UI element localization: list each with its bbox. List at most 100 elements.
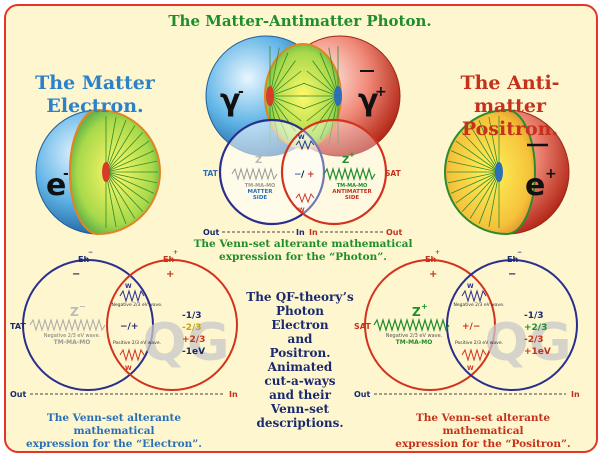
gamma-sup: - <box>238 84 244 100</box>
svg-text:TM-MA-MO: TM-MA-MO <box>396 339 433 346</box>
photon-z-left: Z <box>255 155 262 166</box>
gamma-bar-symbol: γ <box>358 83 378 118</box>
field-ray <box>105 132 144 173</box>
electron-in-label: In <box>229 390 238 399</box>
field-ray <box>269 70 302 97</box>
field-ray <box>105 140 150 173</box>
field-ray <box>105 171 117 227</box>
photon-antimatter-side-label: ANTIMATTER <box>332 189 372 195</box>
svg-text:Positive 2/3 eV wave.: Positive 2/3 eV wave. <box>455 340 503 346</box>
electron-eh-right: Eh <box>163 255 174 264</box>
electron-w-top: W <box>125 283 132 290</box>
electron-z-label: Z <box>70 305 79 319</box>
positron-left-circle <box>364 259 496 391</box>
positron-core <box>495 162 503 182</box>
field-ray <box>469 171 500 219</box>
field-ray <box>450 171 500 194</box>
electron-eh-left: Eh <box>78 255 89 264</box>
field-ray <box>461 171 500 212</box>
field-ray <box>306 70 339 97</box>
photon-venn: TAT SAT Z − Z + W W − / + TM-MA-MO MATTE… <box>203 118 402 237</box>
field-ray <box>303 95 339 110</box>
svg-text:SIDE: SIDE <box>345 195 360 201</box>
center-description: The QF-theory’s Photon Electron and Posi… <box>246 290 354 430</box>
svg-text:SIDE: SIDE <box>253 195 268 201</box>
svg-text:Negative 2/3 eV wave.: Negative 2/3 eV wave. <box>386 333 443 339</box>
photon-center-minus: − <box>294 170 302 180</box>
photon-w-top: W <box>298 134 305 141</box>
electron-value-1: -1/3 <box>182 311 202 321</box>
antimatter-positron-heading: The Anti-matter Positron. <box>460 72 560 140</box>
photon-matter-side-label: MATTER <box>248 189 274 195</box>
electron-center-sign: −/+ <box>120 322 138 332</box>
field-ray <box>478 120 500 173</box>
positron-eh-left-sign: + <box>429 269 437 280</box>
field-ray <box>269 52 289 97</box>
svg-text:Negative 2/3 eV wave.: Negative 2/3 eV wave. <box>454 302 505 308</box>
field-ray <box>461 132 500 173</box>
positron-sat-label: SAT <box>354 322 371 331</box>
photon-in-left: In <box>296 228 305 237</box>
electron-right-circle <box>106 259 238 391</box>
positron-w-bottom-wave <box>461 348 487 362</box>
field-ray <box>105 171 127 224</box>
positron-value-1: -1/3 <box>524 311 544 321</box>
photon-wave-right <box>323 166 376 182</box>
field-ray <box>312 95 339 132</box>
positron-caption: The Venn-set alterante mathematical expr… <box>395 412 571 450</box>
photon-out-left: Out <box>203 228 219 237</box>
field-ray <box>488 171 500 227</box>
page-title: The Matter-Antimatter Photon. <box>168 12 432 30</box>
electron-w-bottom: W <box>125 365 132 372</box>
svg-text:−: − <box>262 151 268 159</box>
field-ray <box>105 150 155 173</box>
photon-caption: The Venn-set alterante mathematical expr… <box>193 238 413 263</box>
field-ray <box>105 125 136 173</box>
positron-right-circle <box>446 259 578 391</box>
field-ray <box>455 140 500 173</box>
matter-electron-heading: The Matter Electron. <box>35 72 155 117</box>
svg-text:+: + <box>421 302 428 311</box>
svg-text:−: − <box>517 249 522 256</box>
field-ray <box>447 171 500 184</box>
positron-value-2: +2/3 <box>524 323 547 333</box>
field-ray <box>105 171 155 194</box>
electron-left-circle <box>22 259 154 391</box>
positron-z-wave <box>373 317 450 333</box>
electron-sphere: e - <box>35 108 161 236</box>
svg-text:+: + <box>349 151 355 159</box>
electron-out-label: Out <box>10 390 26 399</box>
field-ray <box>455 171 500 204</box>
field-ray <box>478 171 500 224</box>
field-ray <box>447 160 500 173</box>
photon-w-bottom-wave <box>295 192 315 204</box>
field-ray <box>105 160 158 173</box>
electron-qg-watermark: QG <box>143 313 230 373</box>
positron-eh-left: Eh <box>425 255 436 264</box>
electron-z-wave <box>29 318 106 332</box>
field-ray <box>306 95 339 122</box>
field-ray <box>312 60 339 97</box>
svg-text:+: + <box>173 249 178 256</box>
field-ray <box>105 171 158 184</box>
electron-symbol: e <box>46 168 66 203</box>
positron-eh-right-sign: − <box>508 269 516 280</box>
positron-center-sign: +/− <box>462 322 480 332</box>
svg-text:TM-MA-MO: TM-MA-MO <box>337 183 368 189</box>
electron-caption: The Venn-set alterante mathematical expr… <box>26 412 202 450</box>
positron-value-3: -2/3 <box>524 335 544 345</box>
field-ray <box>488 117 500 173</box>
field-ray <box>105 171 150 204</box>
photon-sat-label: SAT <box>385 169 402 178</box>
svg-text:TM-MA-MO: TM-MA-MO <box>245 183 276 189</box>
positron-w-top-wave <box>461 289 487 303</box>
gamma-symbol: γ <box>220 83 240 118</box>
positron-eh-right: Eh <box>507 255 518 264</box>
electron-w-top-wave <box>119 289 145 303</box>
electron-eh-right-sign: + <box>166 269 174 280</box>
svg-text:Negative 2/3 eV wave.: Negative 2/3 eV wave. <box>44 333 101 339</box>
svg-text:−: − <box>88 249 93 256</box>
positron-value-4: +1eV <box>524 347 551 357</box>
electron-w-bottom-wave <box>119 348 145 362</box>
